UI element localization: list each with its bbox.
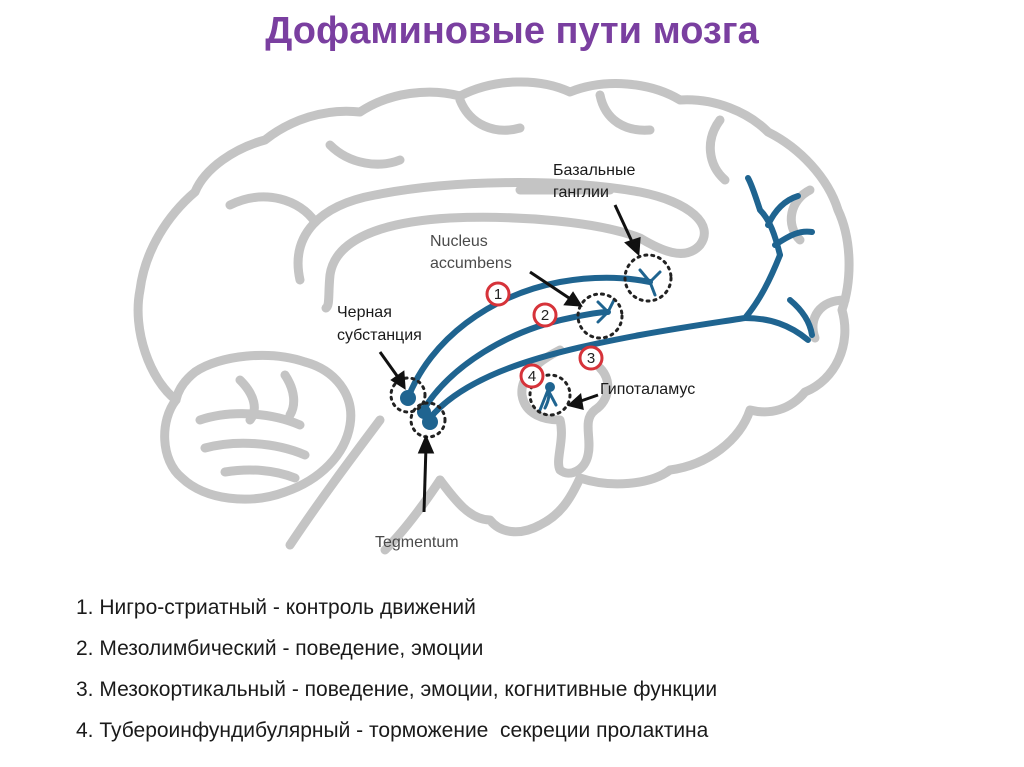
- tegmentum-arrow: [422, 445, 428, 513]
- cortex-fold-1: [225, 192, 320, 227]
- tegmentum-label: Tegmentum: [375, 534, 459, 551]
- legend-item-2: 2. Мезолимбический - поведение, эмоции: [76, 637, 484, 660]
- basal-ganglia-label-line1: Базальные: [553, 162, 635, 179]
- pathway-legend: 1. Нигро-стриатный - контроль движений 2…: [76, 593, 717, 757]
- legend-item-3: 3. Мезокортикальный - поведение, эмоции,…: [76, 678, 718, 701]
- arrows: [378, 204, 641, 513]
- accumbens-terminal: [596, 298, 616, 324]
- marker-4: 4: [519, 363, 545, 389]
- brainstem-outline: [285, 415, 445, 555]
- cortex-fold-2: [325, 140, 405, 169]
- cortex-fold-3: [455, 95, 525, 135]
- page-title: Дофаминовые пути мозга: [265, 10, 759, 52]
- marker-2: 2: [532, 302, 558, 328]
- marker-1-label: 1: [494, 286, 502, 303]
- basal-ganglia-circle: [623, 253, 673, 303]
- brain-outline: [133, 77, 854, 555]
- pathway-3-frontal-branch: [742, 175, 815, 343]
- hypothalamus-nucleus: [545, 382, 555, 392]
- region-circles: [389, 253, 673, 439]
- substantia-nigra-circle: [389, 376, 427, 414]
- cortex-fold-5: [705, 115, 730, 185]
- hypothalamus-circle: [528, 373, 572, 417]
- substantia-nigra-nucleus: [400, 390, 416, 406]
- corpus-callosum: [293, 178, 709, 313]
- basal-ganglia-terminal: [638, 268, 662, 297]
- hypothalamus-label: Гипоталамус: [600, 381, 695, 398]
- pathway-4-tuberoinfundibular: [538, 388, 558, 412]
- marker-2-label: 2: [541, 307, 549, 324]
- cortex-fold-4: [595, 90, 655, 135]
- marker-4-label: 4: [528, 368, 536, 385]
- thalamus-outline: [517, 345, 613, 478]
- nucleus-accumbens-label-line1: Nucleus: [430, 233, 488, 250]
- basal-ganglia-label-line2: ганглии: [553, 184, 609, 201]
- pathway-3-mesocortical: [427, 252, 783, 421]
- substantia-nigra-label-line2: субстанция: [337, 327, 422, 344]
- nucleus-accumbens-label-line2: accumbens: [430, 255, 512, 272]
- cerebrum-outline: [133, 77, 854, 537]
- cerebellum: [160, 350, 356, 504]
- nucleus-accumbens-arrow: [529, 270, 573, 302]
- substantia-nigra-label-line1: Черная: [337, 304, 392, 321]
- tegmentum-circle: [409, 401, 447, 439]
- basal-ganglia-arrow: [613, 204, 636, 247]
- pathway-markers: 1 2 3 4: [485, 281, 604, 389]
- legend-item-4: 4. Тубероинфундибулярный - торможение се…: [76, 719, 709, 742]
- marker-3: 3: [578, 345, 604, 371]
- nucleus-accumbens-circle: [576, 292, 624, 340]
- nuclei: [400, 382, 555, 430]
- vta-nucleus-2: [422, 414, 438, 430]
- region-labels: Базальные ганглии Nucleus accumbens Черн…: [337, 162, 695, 551]
- marker-3-label: 3: [587, 350, 595, 367]
- marker-1: 1: [485, 281, 511, 307]
- substantia-nigra-arrow: [378, 351, 402, 381]
- pathway-1-nigrostriatal: [405, 274, 653, 401]
- legend-item-1: 1. Нигро-стриатный - контроль движений: [76, 596, 476, 619]
